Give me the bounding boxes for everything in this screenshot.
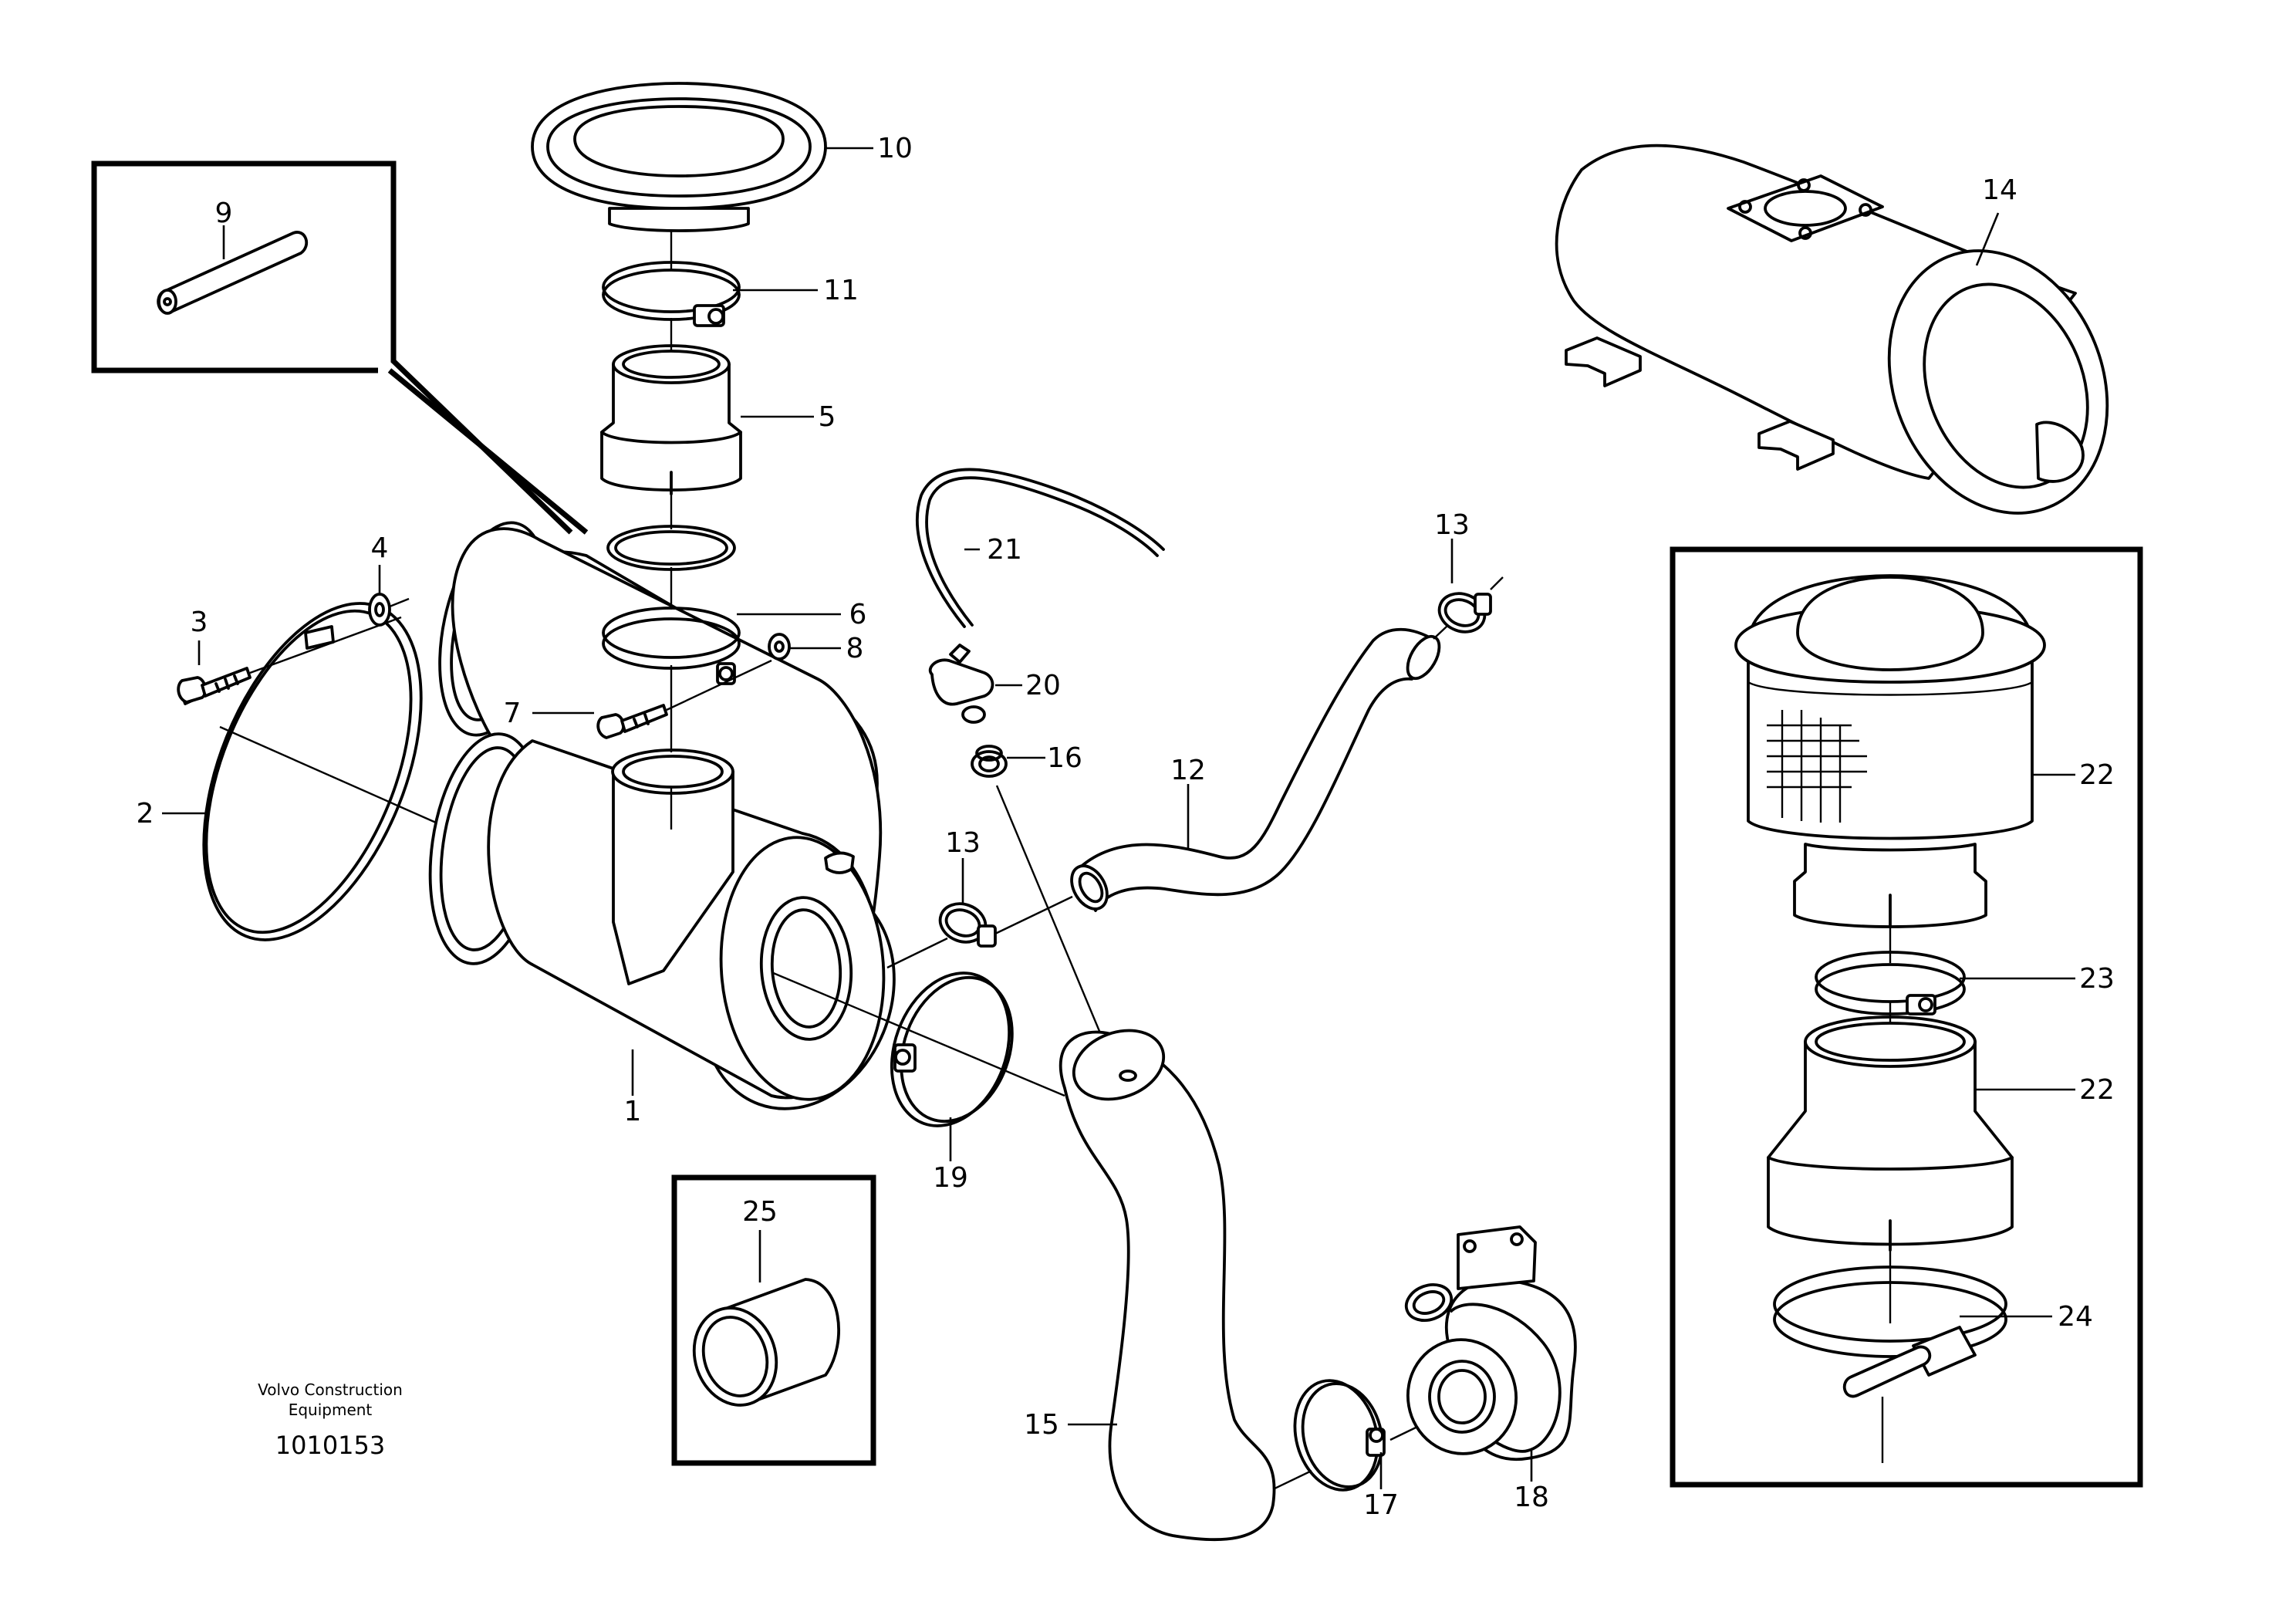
callout-20: 20 xyxy=(1025,670,1061,701)
seal-ring xyxy=(606,525,736,571)
callout-7: 7 xyxy=(504,698,522,729)
callout-11: 11 xyxy=(823,275,859,306)
part-13-clamp-lower xyxy=(938,902,997,948)
callout-19: 19 xyxy=(933,1162,968,1194)
part-4-washer xyxy=(368,593,391,627)
callout-10: 10 xyxy=(877,133,913,164)
part-19-clamp xyxy=(890,972,1014,1127)
part-18-turbocharger xyxy=(1404,1225,1577,1461)
callout-22-lower: 22 xyxy=(2079,1074,2115,1106)
callout-1: 1 xyxy=(624,1096,642,1127)
callout-5: 5 xyxy=(819,401,836,433)
callout-23: 23 xyxy=(2079,963,2115,995)
callout-21: 21 xyxy=(987,534,1022,566)
part-11-clamp xyxy=(602,261,741,327)
callout-12: 12 xyxy=(1170,755,1206,786)
callout-6: 6 xyxy=(849,599,867,630)
callout-22-upper: 22 xyxy=(2079,759,2115,791)
inset-right-box xyxy=(1670,546,2143,1488)
part-14-pre-cleaner xyxy=(1555,144,2109,515)
part-5-hose-adapter xyxy=(600,344,742,495)
callout-3: 3 xyxy=(191,607,208,638)
callout-4: 4 xyxy=(371,532,389,564)
part-9-seal-strip xyxy=(157,231,309,315)
part-10-rain-cap xyxy=(531,82,827,232)
inset-right-axis xyxy=(1881,926,1892,1463)
document-number: 1010153 xyxy=(275,1431,386,1460)
callout-2: 2 xyxy=(137,798,154,830)
part-12-hose xyxy=(1070,627,1441,912)
part-22-filter-element-with-cap xyxy=(1734,574,2046,928)
callout-16: 16 xyxy=(1047,742,1082,774)
part-17-clamp xyxy=(1293,1379,1386,1492)
part-15-elbow-hose xyxy=(1059,1029,1276,1542)
callout-17: 17 xyxy=(1363,1489,1399,1521)
callout-15: 15 xyxy=(1024,1409,1059,1441)
part-21-hose xyxy=(916,468,1165,628)
callout-13-upper: 13 xyxy=(1434,509,1470,541)
credit-line-2: Equipment xyxy=(289,1401,373,1419)
part-8-washer xyxy=(768,633,791,661)
callout-8: 8 xyxy=(846,633,864,664)
part-20-indicator xyxy=(928,644,994,724)
callout-24: 24 xyxy=(2058,1301,2093,1333)
part-3-bolt xyxy=(177,667,252,705)
callout-labels: 1 2 3 4 5 6 7 8 9 10 11 12 13 13 14 15 1… xyxy=(137,133,2115,1521)
part-1-body xyxy=(428,527,886,1101)
callout-9: 9 xyxy=(215,198,233,229)
inset-part-9 xyxy=(91,161,589,535)
publisher-credit: Volvo Construction Equipment 1010153 xyxy=(258,1380,403,1460)
part-22-adapter-cone xyxy=(1767,1015,2014,1252)
callout-18: 18 xyxy=(1514,1482,1549,1513)
credit-line-1: Volvo Construction xyxy=(258,1380,403,1399)
callout-14: 14 xyxy=(1982,174,2017,206)
inset-part-25 xyxy=(671,1174,876,1466)
part-13-clamp-upper xyxy=(1437,592,1492,634)
callout-25: 25 xyxy=(742,1196,778,1228)
part-16-grommet xyxy=(971,745,1008,778)
part-7-bolt xyxy=(596,704,668,739)
callout-13-lower: 13 xyxy=(945,827,981,859)
filter-hatching xyxy=(1767,710,1867,823)
